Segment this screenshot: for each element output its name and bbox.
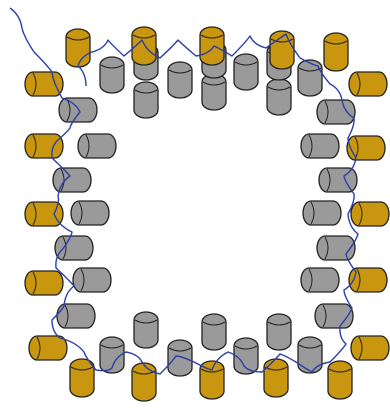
inner-segment <box>58 97 98 123</box>
inner-segment <box>72 267 112 293</box>
inner-segment <box>302 200 342 226</box>
inner-segment <box>54 235 94 261</box>
inner-segment <box>99 56 125 94</box>
outer-segment <box>24 133 64 159</box>
inner-segment <box>70 200 110 226</box>
outer-segment <box>24 201 64 227</box>
outer-segments <box>24 26 390 402</box>
inner-segment <box>318 167 358 193</box>
outer-segment <box>323 32 349 72</box>
inner-segment <box>167 339 193 377</box>
inner-segment <box>316 99 356 125</box>
outer-segment <box>348 71 388 97</box>
inner-segment <box>52 167 92 193</box>
inner-segment <box>133 311 159 349</box>
inner-segment <box>300 133 340 159</box>
inner-segment <box>233 53 259 91</box>
inner-segment <box>56 303 96 329</box>
inner-segment <box>133 81 159 119</box>
inner-segment <box>201 73 227 111</box>
inner-segments <box>52 41 358 377</box>
inner-segment <box>266 313 292 351</box>
outer-segment <box>350 335 390 361</box>
inner-segment <box>316 235 356 261</box>
outer-segment <box>69 358 95 398</box>
outer-segment <box>350 201 390 227</box>
outer-segment <box>199 360 225 400</box>
outer-segment <box>131 362 157 402</box>
outer-segment <box>131 26 157 66</box>
wire-path <box>9 7 359 375</box>
connecting-wire <box>9 7 359 375</box>
outer-segment <box>24 270 64 296</box>
outer-segment <box>24 71 64 97</box>
outer-segment <box>327 360 353 400</box>
outer-segment <box>65 28 91 68</box>
inner-segment <box>297 59 323 97</box>
inner-segment <box>201 313 227 351</box>
inner-segment <box>297 336 323 374</box>
outer-segment <box>28 335 68 361</box>
inner-segment <box>300 267 340 293</box>
outer-segment <box>199 26 225 66</box>
inner-segment <box>99 336 125 374</box>
inner-segment <box>77 133 117 159</box>
inner-segment <box>167 61 193 99</box>
inner-segment <box>233 337 259 375</box>
outer-segment <box>348 267 388 293</box>
outer-segment <box>263 358 289 398</box>
inner-segment <box>266 78 292 116</box>
outer-segment <box>346 135 386 161</box>
